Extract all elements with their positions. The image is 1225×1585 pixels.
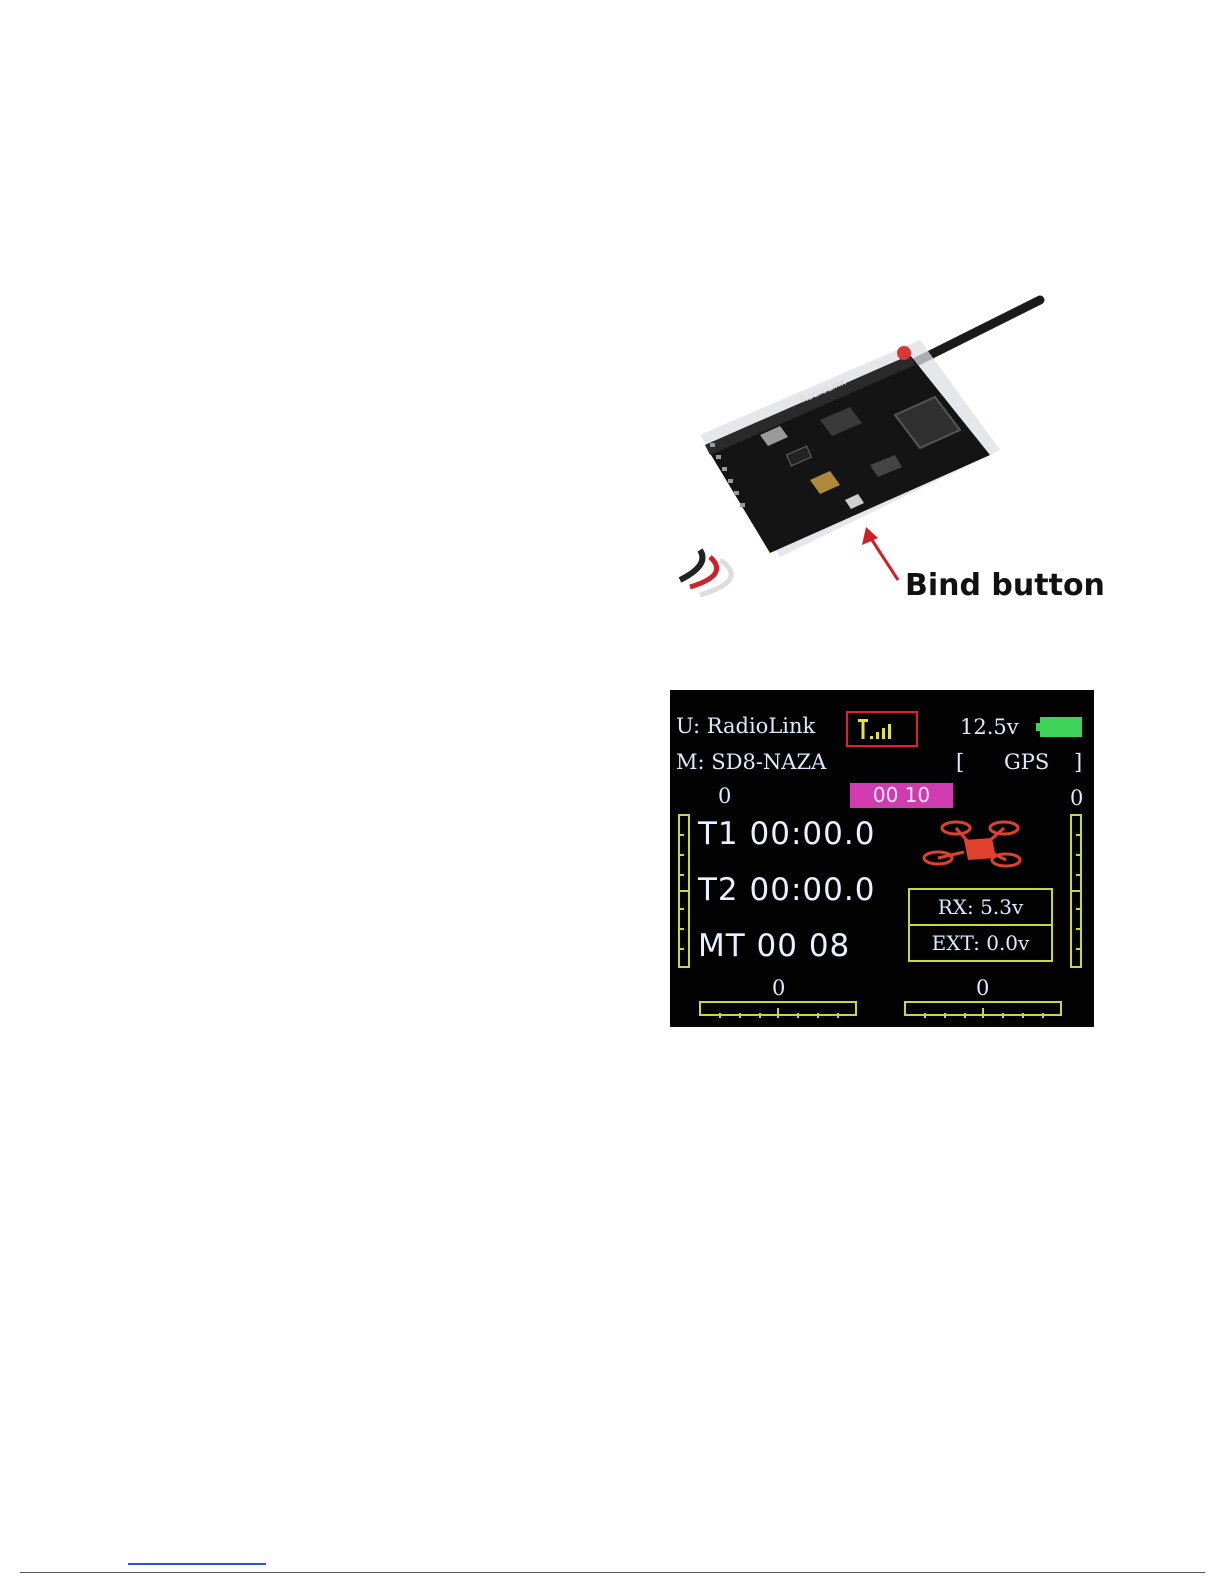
- mode-bracket-left: [: [956, 750, 964, 774]
- signal-strength-icon: [848, 713, 916, 745]
- transmitter-lcd-screen: U: RadioLink M: SD8-NAZA 12.5v [ GPS ] 0…: [670, 690, 1094, 1027]
- bottom-left-trim-value: 0: [772, 976, 785, 1000]
- left-vertical-trim-bar: [678, 814, 690, 968]
- timer-t2: T2 00:00.0: [698, 872, 875, 908]
- receiver-illustration: RadioLink: [670, 295, 1100, 615]
- transmitter-voltage: 12.5v: [960, 715, 1019, 739]
- footer-rule: [20, 1572, 1205, 1573]
- multicopter-icon: [920, 818, 1032, 876]
- footer-link-underline[interactable]: [128, 1563, 266, 1565]
- receiver-photo: RadioLink: [670, 295, 1100, 615]
- timer-t1: T1 00:00.0: [698, 816, 875, 852]
- bind-button-label: Bind button: [905, 568, 1105, 603]
- flight-mode: GPS: [1004, 750, 1049, 774]
- right-trim-value: 0: [1070, 786, 1083, 810]
- ext-voltage-box: EXT: 0.0v: [908, 924, 1053, 962]
- right-vertical-trim-bar: [1070, 814, 1082, 968]
- battery-icon: [1036, 717, 1082, 737]
- signal-strength-box: [846, 711, 918, 747]
- user-name-line: U: RadioLink: [676, 714, 815, 738]
- model-timer-mt: MT 00 08: [698, 928, 850, 964]
- left-trim-value: 0: [718, 784, 731, 808]
- model-name-line: M: SD8-NAZA: [676, 750, 826, 774]
- bottom-left-horizontal-trim-bar: [699, 1001, 857, 1016]
- bottom-right-trim-value: 0: [976, 976, 989, 1000]
- timer-chip: 00 10: [850, 783, 953, 808]
- mode-bracket-right: ]: [1074, 750, 1082, 774]
- bottom-right-horizontal-trim-bar: [904, 1001, 1062, 1016]
- rx-voltage-box: RX: 5.3v: [908, 888, 1053, 926]
